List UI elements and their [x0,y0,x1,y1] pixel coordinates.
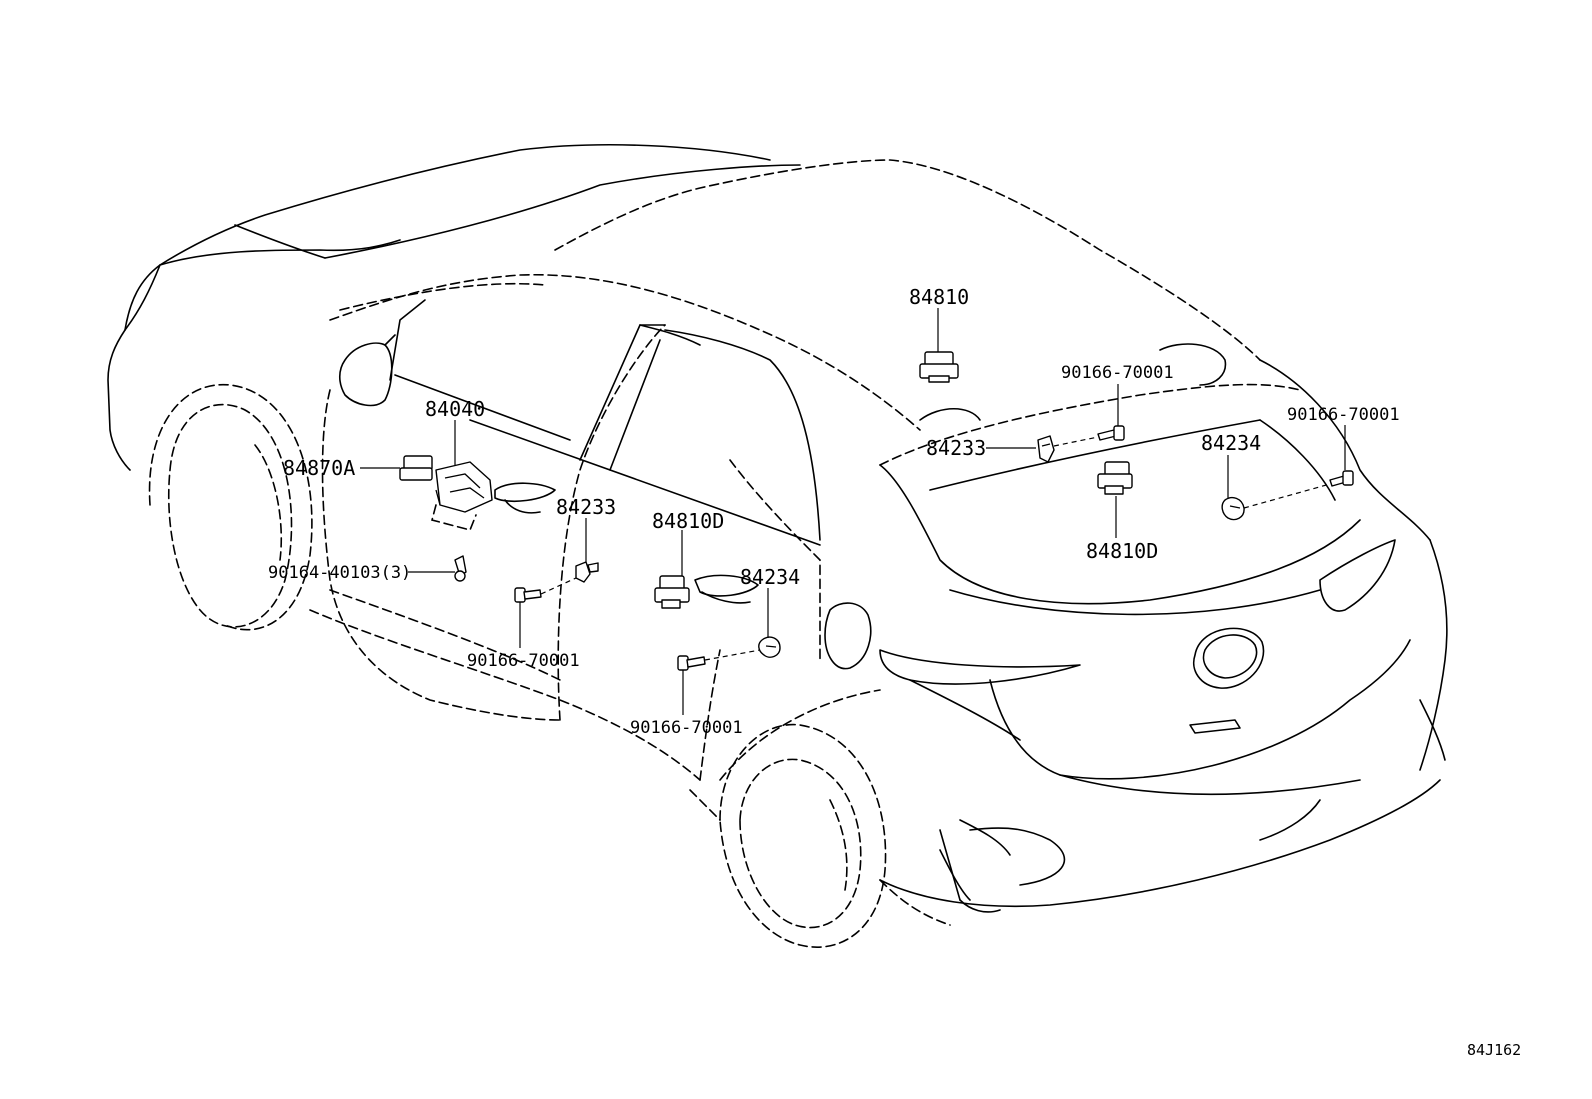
switch-84810d-side-part [654,575,690,609]
clip-84233-top-part [1037,435,1055,463]
callout-84810d-side: 84810D [652,509,724,533]
screw-90166-right-part [1329,470,1354,487]
clip-84234-right-part [1221,496,1245,521]
diagram-code: 84J162 [1467,1041,1521,1059]
screw-90166-top-part [1097,425,1125,441]
switch-84810-part [919,351,959,383]
callout-90166-70001-right: 90166-70001 [1287,405,1400,425]
screw-90166-side-left-part [514,587,542,603]
callout-90166-70001-side-bottom: 90166-70001 [630,718,743,738]
callout-84870a: 84870A [283,456,355,480]
clip-84233-side-part [575,561,599,583]
callout-84233-side: 84233 [556,495,616,519]
master-switch-84040-part [431,461,493,531]
callout-84233-top: 84233 [926,436,986,460]
callout-90164-40103: 90164-40103(3) [268,563,411,583]
callout-84810: 84810 [909,285,969,309]
callout-90166-70001-side-left: 90166-70001 [467,651,580,671]
leader-lines [360,308,1346,715]
parts [399,351,1354,671]
screw-90166-side-bottom-part [677,655,706,671]
clip-84234-side-part [758,636,781,658]
callout-90166-70001-top: 90166-70001 [1061,363,1174,383]
switch-84810d-right-part [1097,461,1133,495]
screw-90164-part [454,555,467,582]
callout-84040: 84040 [425,397,485,421]
callout-84810d-right: 84810D [1086,539,1158,563]
car-body-outline [107,144,1448,948]
callout-84234-side: 84234 [740,565,800,589]
switch-84870a-part [399,455,433,481]
callout-labels: 84810 90166-70001 84233 84234 90166-7000… [268,285,1400,738]
callout-84234-right: 84234 [1201,431,1261,455]
